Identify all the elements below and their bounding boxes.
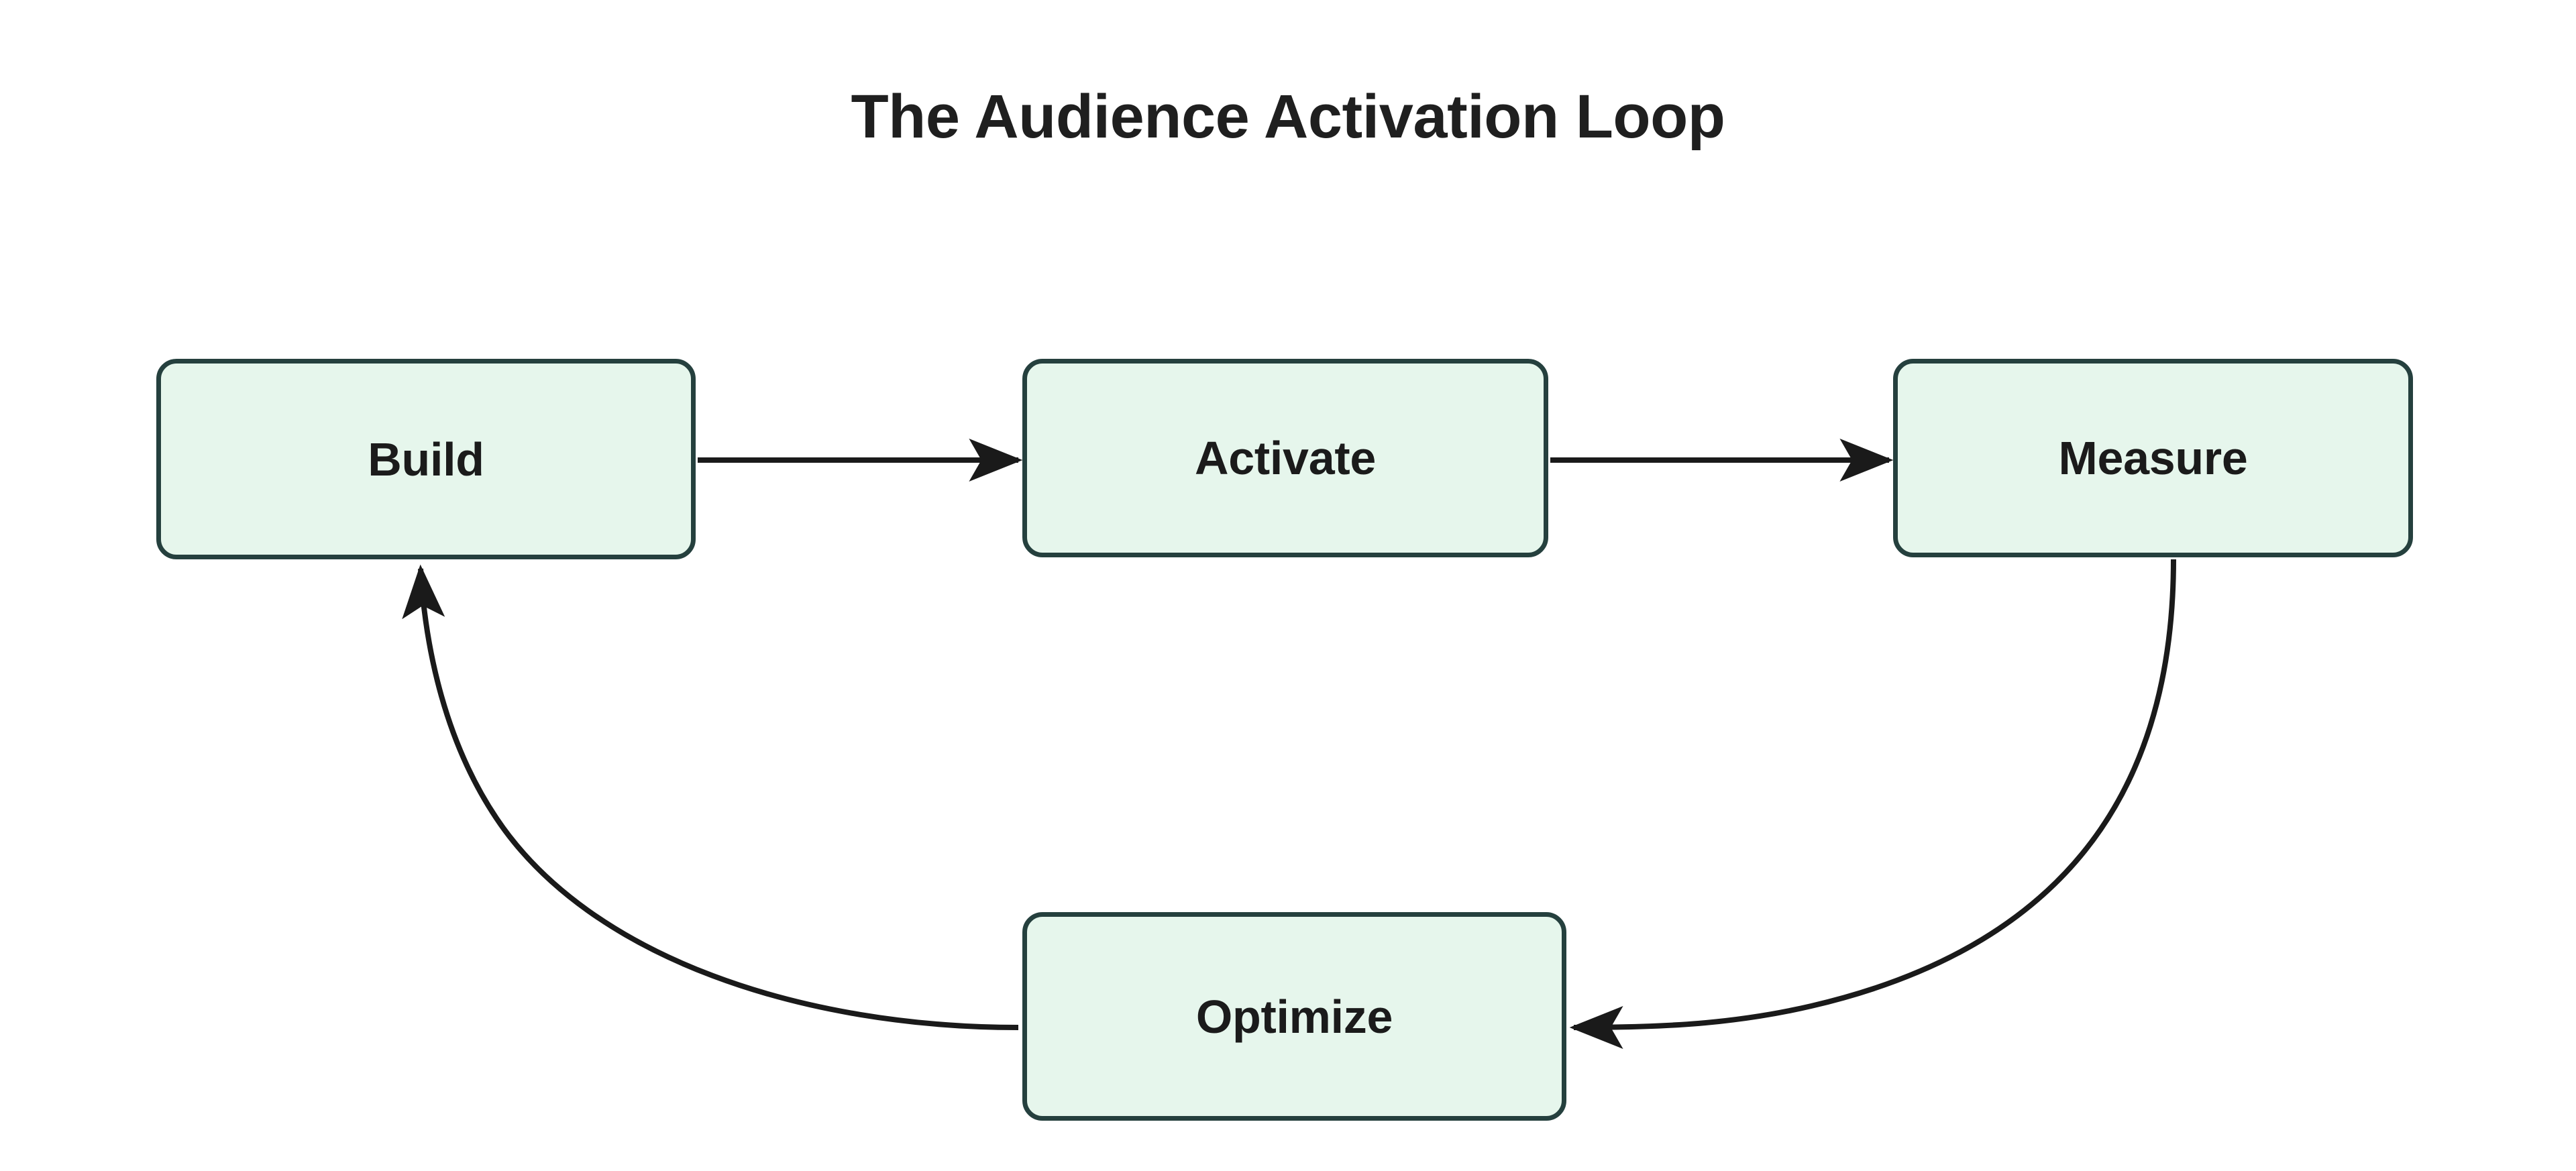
node-activate[interactable]: Activate [1022, 359, 1548, 557]
edge-measure-to-optimize [1569, 559, 2176, 1049]
edge-optimize-to-build [402, 564, 1019, 1030]
node-optimize[interactable]: Optimize [1022, 912, 1566, 1121]
node-measure[interactable]: Measure [1893, 359, 2413, 557]
node-optimize-label: Optimize [1195, 990, 1393, 1043]
node-build-label: Build [368, 433, 484, 486]
node-build[interactable]: Build [156, 359, 696, 559]
page-title: The Audience Activation Loop [851, 82, 1725, 151]
node-measure-label: Measure [2058, 432, 2248, 484]
node-activate-label: Activate [1195, 432, 1376, 484]
